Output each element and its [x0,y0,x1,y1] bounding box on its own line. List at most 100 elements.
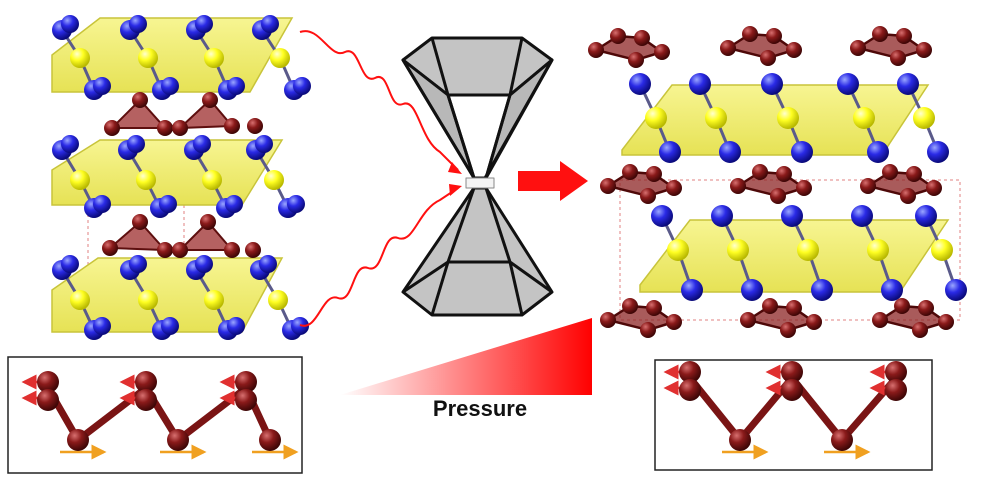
anion-atom [61,255,79,273]
chain-atom [157,120,173,136]
chain-atom [679,379,701,401]
anion-atom [629,73,651,95]
arrowhead-top [448,162,462,174]
chain-atom [786,300,802,316]
chain-atom [37,371,59,393]
chain-atom [224,242,240,258]
wavy-arrow-top [299,30,459,171]
chain-atom [640,322,656,338]
chain-atom [766,28,782,44]
chain-atom [235,371,257,393]
anion-atom [227,317,245,335]
chain-atom [894,298,910,314]
anion-atom [867,141,889,163]
chain-atom [67,429,89,451]
anion-atom [811,279,833,301]
metal-atom [853,107,875,129]
metal-atom [70,290,90,310]
chain-atom [200,214,216,230]
anion-atom [195,255,213,273]
anion-atom [851,205,873,227]
bond [74,384,150,444]
chain-atom [600,312,616,328]
pressure-gradient-wedge [340,318,592,395]
chain-atom [600,178,616,194]
metal-atom [777,107,799,129]
chain-atom [259,429,281,451]
chain-atom [906,166,922,182]
anion-atom [61,135,79,153]
anion-atom [93,77,111,95]
anion-atom [129,255,147,273]
chain-atom [622,164,638,180]
chain-atom [588,42,604,58]
chain-atom [247,118,263,134]
chain-atom [135,389,157,411]
chain-atom [37,389,59,411]
chain-atom [245,242,261,258]
anion-atom [161,317,179,335]
chain-atom [622,298,638,314]
chain-atom [781,361,803,383]
anion-atom [741,279,763,301]
chain-atom [634,30,650,46]
anion-atom [293,77,311,95]
chain-atom [646,300,662,316]
chain-atom [752,164,768,180]
chain-atom [781,379,803,401]
anion-atom [897,73,919,95]
metal-atom [202,170,222,190]
chain-atom [796,180,812,196]
anion-atom [261,15,279,33]
metal-atom [667,239,689,261]
anion-atom [287,195,305,213]
anion-atom [761,73,783,95]
anion-atom [927,141,949,163]
chain-atom [104,120,120,136]
chain-atom [850,40,866,56]
ambient-pressure-structure [51,15,311,340]
anion-atom [681,279,703,301]
anion-atom [61,15,79,33]
chain-atom [831,429,853,451]
metal-atom [204,48,224,68]
bottom-anvil-body [401,186,554,317]
chain-atom [900,188,916,204]
chain-atom [628,52,644,68]
chain-atom [890,50,906,66]
chain-atom [912,322,928,338]
chain-atom [916,42,932,58]
transition-arrow [518,161,588,201]
chain-atom [762,298,778,314]
anion-atom [127,135,145,153]
metal-atom [70,170,90,190]
anion-atom [791,141,813,163]
chain-polyhedron [177,220,235,251]
chain-atom [770,188,786,204]
anion-atom [161,77,179,95]
chain-atom [720,40,736,56]
anion-atom [915,205,937,227]
chain-polyhedron [107,220,168,252]
chain-atom [729,429,751,451]
chain-atom [740,312,756,328]
chain-polyhedron [177,98,235,130]
phonon-mode-right-frame [654,359,933,471]
metal-atom [913,107,935,129]
bond [174,384,250,444]
chain-atom [882,164,898,180]
anion-atom [159,195,177,213]
chain-atom [760,50,776,66]
wavy-arrow-bottom [299,187,459,327]
diamond-anvil-cell [401,36,554,317]
anion-atom [255,135,273,153]
chain-atom [102,240,118,256]
layer-slab [621,84,930,156]
chain-atom [780,322,796,338]
chain-atom [918,300,934,316]
metal-atom [867,239,889,261]
anion-atom [195,15,213,33]
metal-atom [931,239,953,261]
chain-atom [666,180,682,196]
